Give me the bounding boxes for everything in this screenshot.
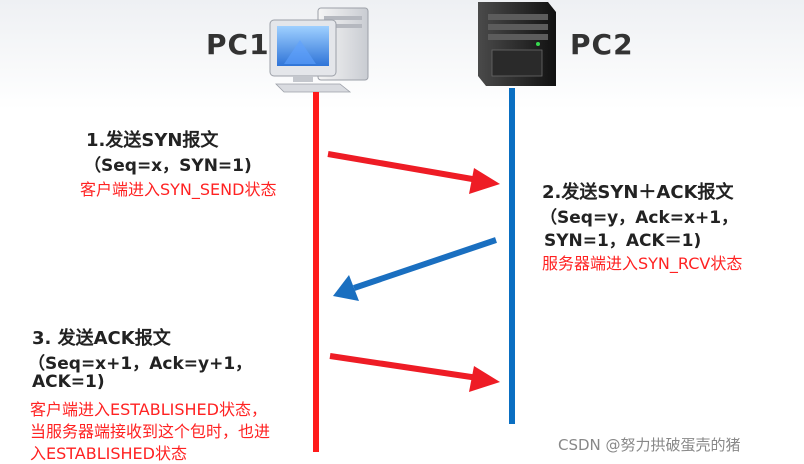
desktop-computer-icon — [269, 7, 369, 93]
pc1-title: PC1 — [206, 28, 270, 61]
background-gradient — [0, 0, 804, 110]
step3-state-line1: 客户端进入ESTABLISHED状态， — [30, 400, 267, 419]
watermark: CSDN @努力拱破蛋壳的猪 — [558, 436, 741, 454]
pc2-title: PC2 — [570, 28, 634, 61]
syn-ack-arrow — [333, 237, 497, 301]
step2-state: 服务器端进入SYN_RCV状态 — [542, 254, 743, 273]
syn-arrow — [327, 151, 500, 194]
step3-title: 3. 发送ACK报文 — [32, 328, 171, 349]
step3-state-line2: 当服务器端接收到这个包时，也进 — [30, 422, 271, 441]
step3-detail-line1: （Seq=x+1，Ack=y+1， — [28, 354, 253, 374]
step1-title: 1.发送SYN报文 — [86, 130, 219, 151]
step2-title: 2.发送SYN＋ACK报文 — [542, 182, 734, 203]
server-tower-icon — [478, 2, 556, 86]
step2-detail-line1: （Seq=y，Ack=x+1， — [540, 208, 739, 228]
step1-detail: （Seq=x，SYN=1) — [84, 156, 252, 176]
step1-state: 客户端进入SYN_SEND状态 — [80, 180, 277, 199]
step3-detail-line2: ACK=1) — [32, 372, 105, 392]
step3-state-line3: 入ESTABLISHED状态 — [30, 444, 187, 463]
ack-arrow — [329, 353, 500, 392]
step2-detail-line2: SYN=1，ACK＝1) — [544, 231, 702, 251]
